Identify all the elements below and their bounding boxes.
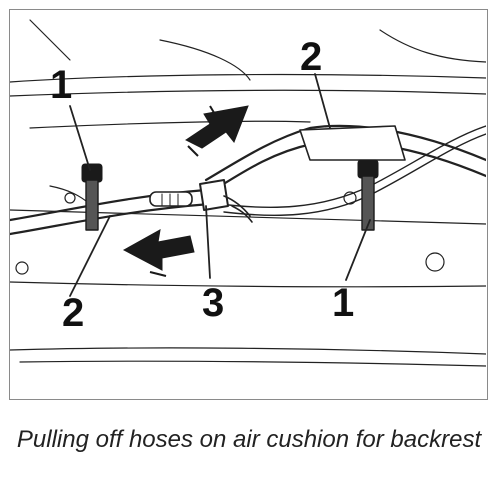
cable-tie-right bbox=[357, 159, 379, 231]
frame-hole bbox=[425, 252, 445, 272]
callout-connector: 3 bbox=[202, 281, 224, 325]
hose-connector bbox=[199, 179, 253, 223]
air-hose-lower bbox=[10, 188, 212, 236]
callout-hose-upper: 2 bbox=[300, 35, 322, 79]
illustration-frame: 1 2 2 3 1 bbox=[9, 9, 488, 400]
figure-caption: Pulling off hoses on air cushion for bac… bbox=[16, 426, 482, 453]
pull-arrow-up-right bbox=[185, 105, 249, 157]
hose-diagram: 1 2 2 3 1 bbox=[10, 19, 486, 367]
frame-hole bbox=[64, 192, 76, 204]
cable-tie-left bbox=[81, 163, 103, 231]
callout-hose-lower: 2 bbox=[62, 291, 84, 335]
air-hose-upper bbox=[204, 124, 486, 192]
leader-lines bbox=[69, 73, 371, 297]
pull-arrow-left bbox=[122, 229, 195, 277]
callout-clip-right: 1 bbox=[332, 281, 354, 325]
frame-hole bbox=[15, 261, 29, 275]
callout-clip-left: 1 bbox=[50, 63, 72, 107]
